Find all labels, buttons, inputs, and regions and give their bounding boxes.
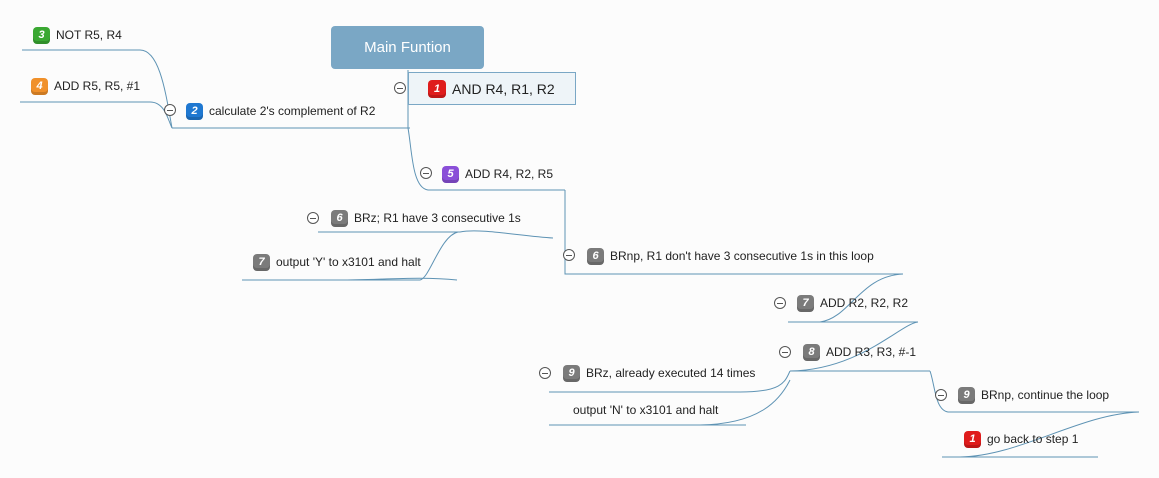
- node-label: output 'Y' to x3101 and halt: [276, 255, 421, 269]
- node-label: go back to step 1: [987, 432, 1079, 446]
- priority-badge-icon: 1: [428, 80, 446, 98]
- priority-badge-icon: 3: [33, 26, 50, 44]
- connector-line-12: [789, 321, 919, 372]
- connector-line-8: [339, 277, 458, 281]
- priority-badge-icon: 9: [958, 386, 975, 404]
- priority-badge-icon: 7: [797, 294, 814, 312]
- node-add-r5[interactable]: 4 ADD R5, R5, #1: [31, 76, 140, 96]
- priority-badge-icon: 8: [803, 343, 820, 361]
- node-calc[interactable]: 2 calculate 2's complement of R2: [186, 101, 375, 121]
- node-brnp-2[interactable]: 9 BRnp, continue the loop: [958, 385, 1109, 405]
- priority-badge-icon: 1: [964, 430, 981, 448]
- collapse-toggle-icon[interactable]: [164, 104, 176, 116]
- connector-line-4: [407, 127, 565, 191]
- node-brz-1[interactable]: 6 BRz; R1 have 3 consecutive 1s: [331, 208, 521, 228]
- node-label: output 'N' to x3101 and halt: [573, 403, 719, 417]
- connector-line-7: [242, 231, 459, 281]
- collapse-toggle-icon[interactable]: [394, 82, 406, 94]
- root-topic[interactable]: Main Funtion: [331, 26, 484, 69]
- priority-badge-icon: 6: [331, 209, 348, 227]
- node-go-back[interactable]: 1 go back to step 1: [964, 429, 1078, 449]
- connector-line-1: [22, 49, 173, 129]
- connector-line-10: [788, 273, 904, 323]
- connector-line-9: [564, 236, 903, 275]
- node-label: ADD R5, R5, #1: [54, 79, 141, 93]
- node-label: ADD R2, R2, R2: [820, 296, 909, 310]
- node-label: calculate 2's complement of R2: [209, 104, 376, 118]
- connector-line-14: [549, 370, 791, 393]
- node-label: BRz, already executed 14 times: [586, 366, 756, 380]
- collapse-toggle-icon[interactable]: [779, 346, 791, 358]
- root-topic-label: Main Funtion: [364, 39, 451, 56]
- collapse-toggle-icon[interactable]: [539, 367, 551, 379]
- collapse-toggle-icon[interactable]: [307, 212, 319, 224]
- node-label: NOT R5, R4: [56, 28, 122, 42]
- node-label: BRz; R1 have 3 consecutive 1s: [354, 211, 521, 225]
- priority-badge-icon: 5: [442, 165, 459, 183]
- connector-line-2: [20, 101, 173, 129]
- node-label: ADD R4, R2, R5: [465, 167, 554, 181]
- node-label: BRnp, R1 don't have 3 consecutive 1s in …: [610, 249, 874, 263]
- priority-badge-icon: 4: [31, 77, 48, 95]
- node-add-r4[interactable]: 5 ADD R4, R2, R5: [442, 164, 553, 184]
- priority-badge-icon: 6: [587, 247, 604, 265]
- priority-badge-icon: 7: [253, 253, 270, 271]
- node-add-r3[interactable]: 8 ADD R3, R3, #-1: [803, 342, 916, 362]
- collapse-toggle-icon[interactable]: [563, 249, 575, 261]
- priority-badge-icon: 2: [186, 102, 203, 120]
- node-output-y[interactable]: 7 output 'Y' to x3101 and halt: [253, 252, 421, 272]
- node-output-n[interactable]: output 'N' to x3101 and halt: [573, 400, 718, 420]
- connector-line-6: [318, 230, 554, 239]
- collapse-toggle-icon[interactable]: [774, 297, 786, 309]
- node-not[interactable]: 3 NOT R5, R4: [33, 25, 122, 45]
- node-label: ADD R3, R3, #-1: [826, 345, 917, 359]
- collapse-toggle-icon[interactable]: [935, 389, 947, 401]
- node-brnp-1[interactable]: 6 BRnp, R1 don't have 3 consecutive 1s i…: [587, 246, 874, 266]
- node-add-r2[interactable]: 7 ADD R2, R2, R2: [797, 293, 908, 313]
- node-brz-2[interactable]: 9 BRz, already executed 14 times: [563, 363, 755, 383]
- node-label: AND R4, R1, R2: [452, 81, 555, 97]
- node-label: BRnp, continue the loop: [981, 388, 1110, 402]
- node-and[interactable]: 1 AND R4, R1, R2: [428, 79, 555, 99]
- connector-line-18: [942, 411, 1140, 458]
- priority-badge-icon: 9: [563, 364, 580, 382]
- collapse-toggle-icon[interactable]: [420, 167, 432, 179]
